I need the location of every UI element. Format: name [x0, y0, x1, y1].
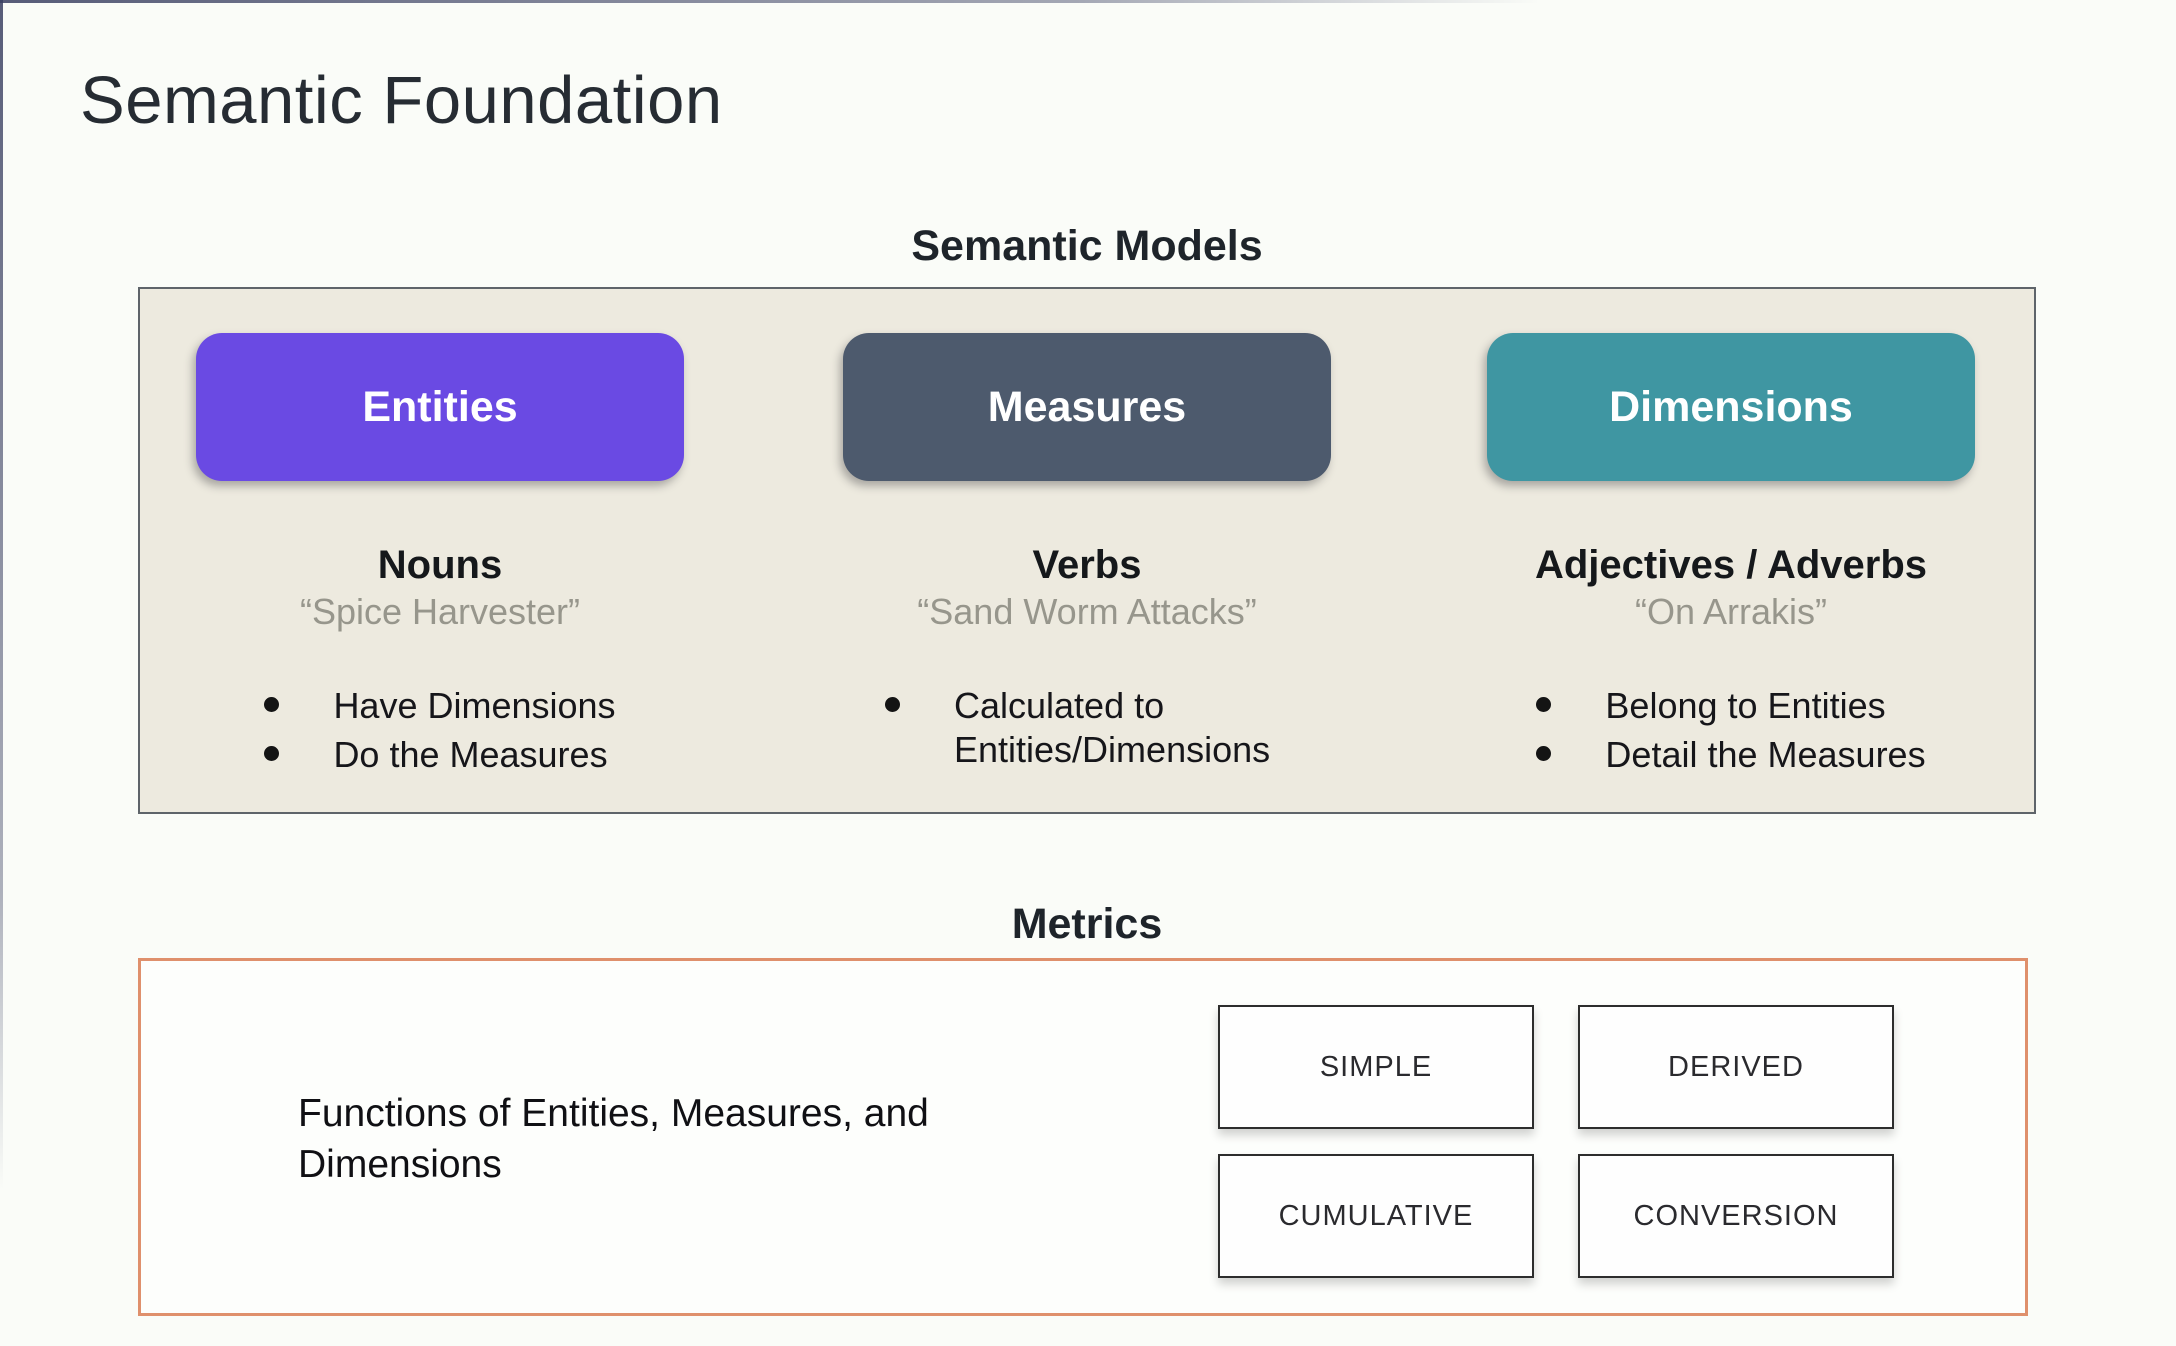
bullet-dot — [885, 697, 900, 712]
metrics-heading: Metrics — [1011, 900, 1163, 948]
list-item: Calculated to Entities/Dimensions — [885, 684, 1289, 772]
measures-bullet-list: Calculated to Entities/Dimensions — [807, 679, 1367, 777]
semantic-models-heading: Semantic Models — [911, 222, 1263, 270]
list-item: Do the Measures — [264, 733, 615, 777]
metric-type-simple: SIMPLE — [1218, 1005, 1534, 1129]
semantic-models-panel: Entities Nouns “Spice Harvester” Have Di… — [138, 287, 2036, 814]
page-title: Semantic Foundation — [80, 63, 723, 138]
entities-role-label: Nouns — [377, 543, 503, 587]
window-left-edge — [0, 0, 3, 1190]
list-item: Have Dimensions — [264, 684, 616, 728]
window-top-edge — [0, 0, 1540, 3]
metrics-description: Functions of Entities, Measures, and Dim… — [298, 1092, 929, 1186]
metric-type-cumulative: CUMULATIVE — [1218, 1154, 1534, 1278]
bullet-dot — [1536, 697, 1552, 712]
dimensions-pill: Dimensions — [1487, 333, 1975, 481]
entities-pill: Entities — [196, 333, 684, 481]
dimensions-role-label: Adjectives / Adverbs — [1534, 543, 1927, 587]
bullet-text: Have Dimensions — [333, 685, 616, 726]
bullet-dot — [1536, 745, 1552, 761]
dimensions-example-quote: “On Arrakis” — [1634, 591, 1828, 632]
measures-pill: Measures — [843, 333, 1331, 481]
bullet-text: Calculated to Entities/Dimensions — [954, 685, 1271, 770]
metric-type-derived: DERIVED — [1578, 1005, 1894, 1129]
model-column-dimensions: Dimensions Adjectives / Adverbs “On Arra… — [1451, 289, 2011, 782]
measures-role-label: Verbs — [1032, 543, 1142, 587]
bullet-dot — [264, 745, 280, 761]
metrics-panel: Functions of Entities, Measures, and Dim… — [138, 958, 2028, 1316]
bullet-text: Detail the Measures — [1605, 733, 1926, 775]
list-item: Detail the Measures — [1536, 733, 1926, 777]
measures-example-quote: “Sand Worm Attacks” — [917, 591, 1257, 632]
bullet-text: Do the Measures — [333, 733, 608, 775]
bullet-text: Belong to Entities — [1605, 685, 1886, 726]
bullet-dot — [264, 697, 280, 712]
metric-type-conversion: CONVERSION — [1578, 1154, 1894, 1278]
dimensions-bullet-list: Belong to Entities Detail the Measures — [1451, 679, 2011, 782]
entities-example-quote: “Spice Harvester” — [299, 591, 581, 632]
entities-bullet-list: Have Dimensions Do the Measures — [160, 679, 720, 782]
model-column-measures: Measures Verbs “Sand Worm Attacks” Calcu… — [807, 289, 1367, 777]
list-item: Belong to Entities — [1536, 684, 1925, 728]
model-column-entities: Entities Nouns “Spice Harvester” Have Di… — [160, 289, 720, 782]
